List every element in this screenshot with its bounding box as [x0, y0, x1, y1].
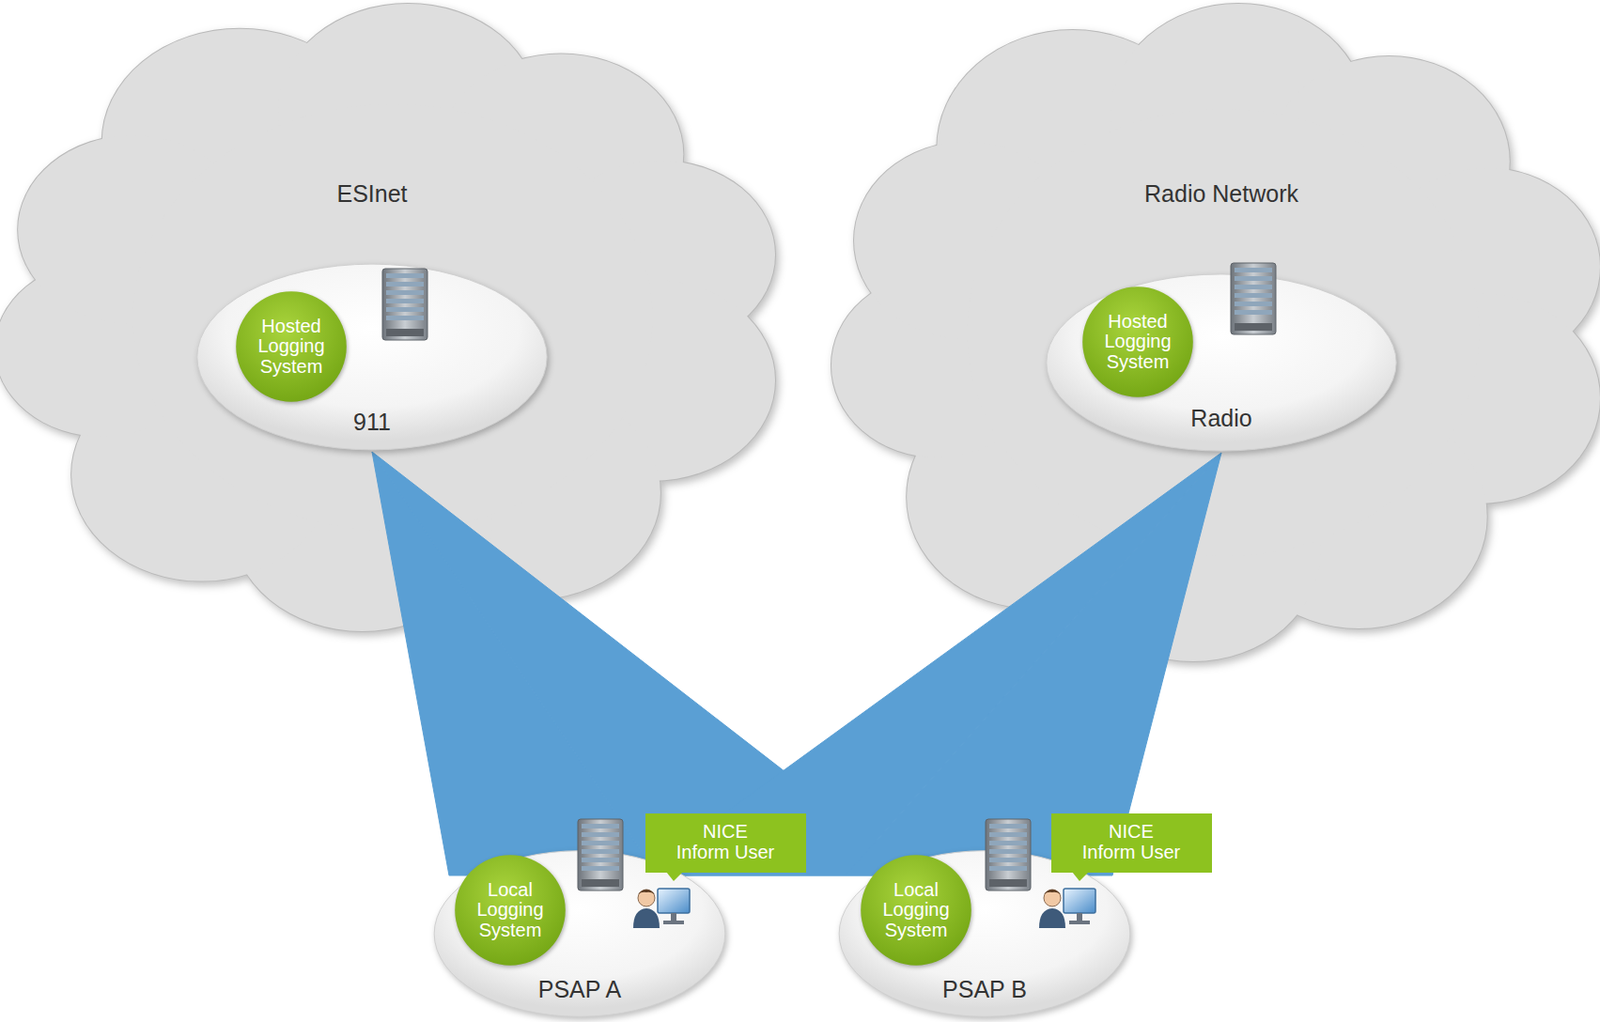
node-label: Radio	[1146, 403, 1297, 433]
logging-badge: Local Logging System	[450, 854, 571, 967]
logging-badge: Hosted Logging System	[1077, 285, 1198, 399]
user-icon	[633, 888, 690, 929]
node-label: PSAP A	[504, 975, 655, 1004]
user-callout: NICE Inform User	[1051, 813, 1212, 873]
node-label: NICE Inform User	[1081, 822, 1182, 863]
site-ellipse: Radio Hosted Logging System	[1042, 270, 1400, 455]
node-label: PSAP B	[909, 975, 1060, 1004]
node-label: Local Logging System	[867, 880, 965, 942]
node-label: Radio Network	[1099, 179, 1344, 208]
logging-badge: Local Logging System	[855, 854, 977, 967]
network-cloud: Radio NetworkRadio Hosted Logging System	[846, 3, 1600, 662]
site-ellipse: PSAP BLocal Logging SystemNICE Inform Us…	[836, 847, 1134, 1021]
server-icon	[577, 819, 623, 891]
user-callout: NICE Inform User	[645, 813, 807, 873]
node-label: NICE Inform User	[675, 822, 777, 863]
server-icon	[1230, 263, 1276, 335]
network-cloud: ESInet 911 Hosted Logging System	[10, 3, 776, 632]
site-ellipse: 911 Hosted Logging System	[193, 260, 551, 454]
site-ellipse: PSAP ALocal Logging SystemNICE Inform Us…	[431, 847, 729, 1021]
server-icon	[985, 819, 1031, 891]
user-icon	[1039, 888, 1096, 929]
node-label: 911	[296, 407, 448, 436]
server-icon	[382, 268, 428, 341]
node-label: ESInet	[259, 179, 485, 208]
node-label: Hosted Logging System	[1088, 311, 1187, 373]
node-label: Local Logging System	[461, 880, 560, 942]
logging-badge: Hosted Logging System	[231, 290, 352, 404]
node-label: Hosted Logging System	[242, 316, 341, 378]
